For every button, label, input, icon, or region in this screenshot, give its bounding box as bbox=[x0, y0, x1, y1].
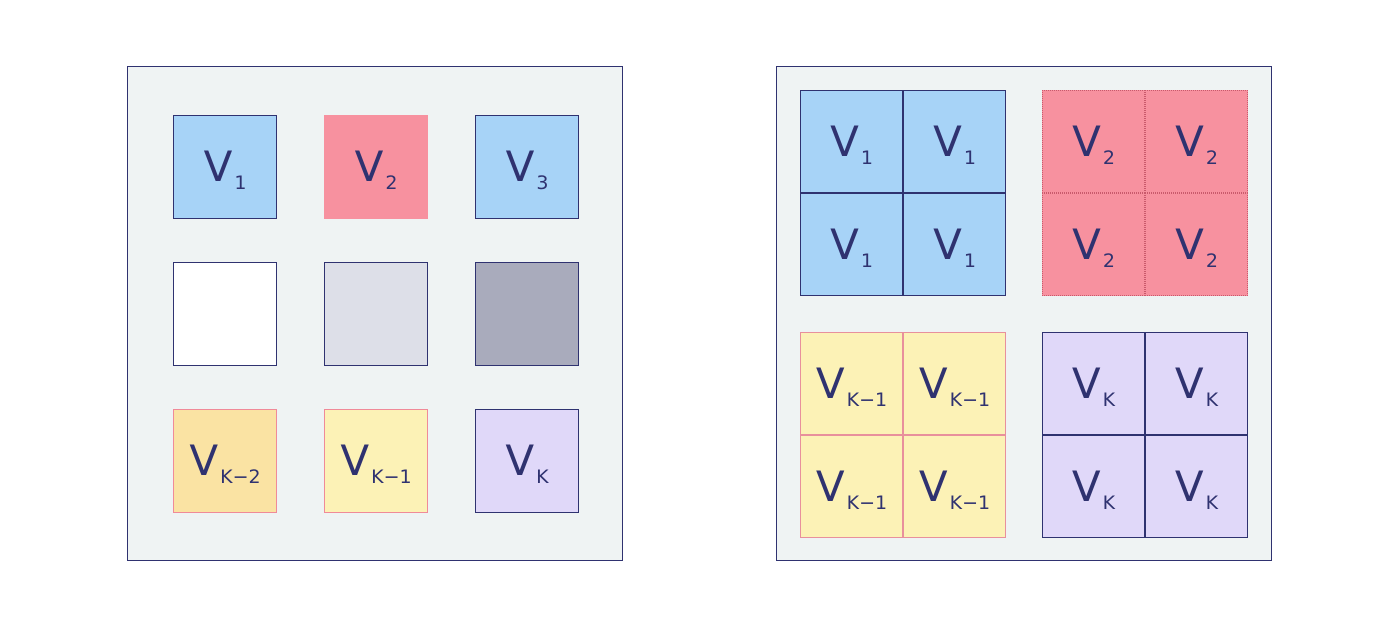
label-subscript: K−1 bbox=[371, 466, 412, 488]
label-base: V bbox=[354, 142, 384, 191]
label-subscript: 2 bbox=[1205, 146, 1218, 169]
label-subscript: K bbox=[1205, 491, 1219, 514]
label-subscript: K−2 bbox=[220, 466, 261, 488]
label-subscript: K bbox=[536, 466, 549, 488]
label-base: V bbox=[1174, 461, 1204, 511]
label-base: V bbox=[1071, 358, 1101, 408]
label-subscript: 2 bbox=[1205, 249, 1218, 272]
label-base: V bbox=[340, 436, 370, 485]
label-subscript: K−1 bbox=[949, 388, 991, 411]
label-base: V bbox=[1175, 116, 1204, 166]
label-base: V bbox=[830, 219, 859, 269]
label-subscript: 1 bbox=[860, 146, 873, 169]
label-subscript: 3 bbox=[536, 172, 549, 194]
label-base: V bbox=[918, 461, 948, 511]
label-subscript: 2 bbox=[1102, 249, 1115, 272]
label-base: V bbox=[505, 142, 535, 191]
label-base: V bbox=[1175, 219, 1204, 269]
label-base: V bbox=[189, 436, 219, 485]
label-subscript: 2 bbox=[385, 172, 398, 194]
label-base: V bbox=[1174, 358, 1204, 408]
label-subscript: K−1 bbox=[846, 388, 888, 411]
label-subscript: 1 bbox=[963, 249, 976, 272]
label-base: V bbox=[1072, 219, 1101, 269]
label-base: V bbox=[933, 219, 962, 269]
label-subscript: 2 bbox=[1102, 146, 1115, 169]
label-subscript: K bbox=[1102, 388, 1116, 411]
label-base: V bbox=[815, 461, 845, 511]
label-subscript: 1 bbox=[963, 146, 976, 169]
label-base: V bbox=[918, 358, 948, 408]
label-base: V bbox=[933, 116, 962, 166]
label-subscript: K−1 bbox=[949, 491, 991, 514]
label-base: V bbox=[1071, 461, 1101, 511]
label-base: V bbox=[203, 142, 233, 191]
empty-cell-white bbox=[173, 262, 277, 366]
label-base: V bbox=[830, 116, 859, 166]
label-subscript: 1 bbox=[860, 249, 873, 272]
label-base: V bbox=[815, 358, 845, 408]
empty-cell-light-gray bbox=[324, 262, 428, 366]
label-subscript: K bbox=[1205, 388, 1219, 411]
label-subscript: K bbox=[1102, 491, 1116, 514]
label-subscript: K−1 bbox=[846, 491, 888, 514]
label-base: V bbox=[1072, 116, 1101, 166]
label-base: V bbox=[505, 436, 535, 485]
label-subscript: 1 bbox=[234, 172, 247, 194]
empty-cell-dark-gray bbox=[475, 262, 579, 366]
